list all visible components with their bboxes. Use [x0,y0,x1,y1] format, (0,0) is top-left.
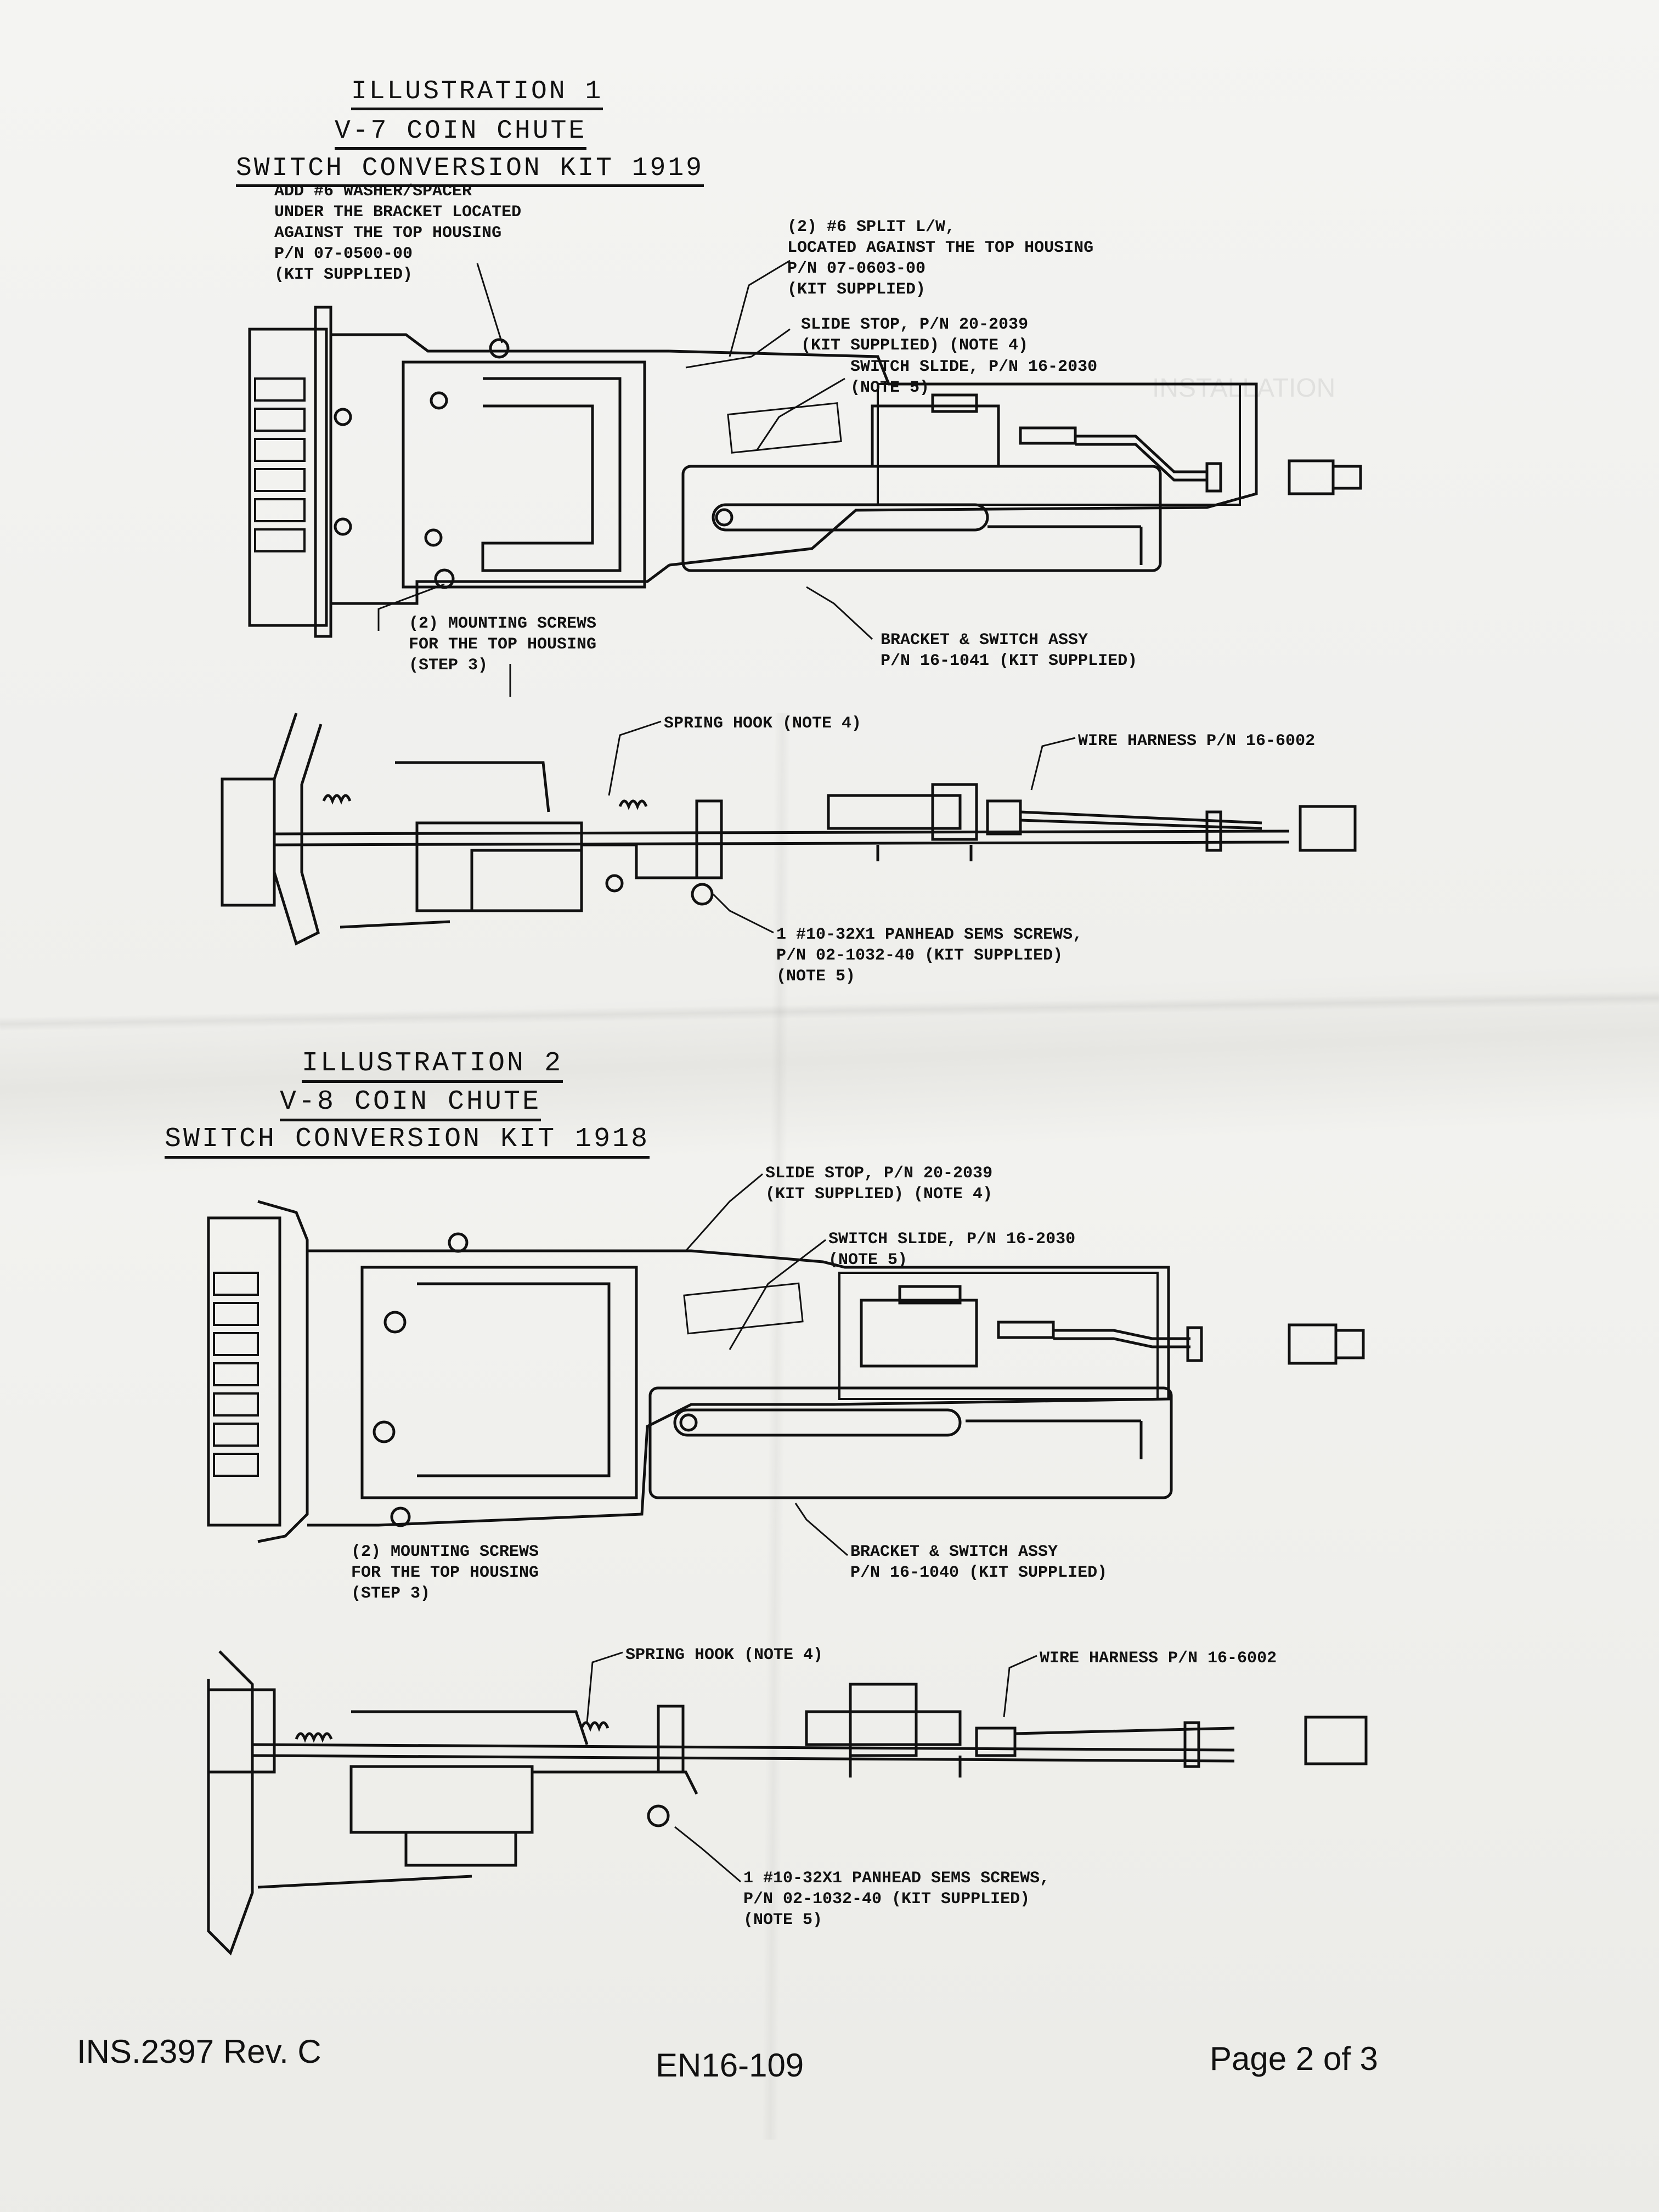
ill2-top-view [207,1200,1365,1543]
spring-hook-callout-2: SPRING HOOK (NOTE 4) [625,1646,823,1664]
mounting-screws-callout-1: (2) MOUNTING SCREWS FOR THE TOP HOUSING … [409,614,597,675]
illustration-1-heading: ILLUSTRATION 1 [351,77,603,110]
illustration-2-kit: SWITCH CONVERSION KIT 1918 [165,1124,650,1159]
bracket-assy-callout-2: BRACKET & SWITCH ASSY P/N 16-1040 (KIT S… [850,1543,1108,1582]
panhead-callout-2: 1 #10-32X1 PANHEAD SEMS SCREWS, P/N 02-1… [743,1869,1050,1929]
washer-callout: ADD #6 WASHER/SPACER UNDER THE BRACKET L… [274,182,522,284]
wire-harness-callout-2: WIRE HARNESS P/N 16-6002 [1040,1649,1277,1668]
page-number: Page 2 of 3 [1210,2040,1378,2077]
switch-slide-callout-2: SWITCH SLIDE, P/N 16-2030 (NOTE 5) [828,1230,1076,1269]
illustration-2-chute: V-8 COIN CHUTE [280,1086,541,1121]
showthrough-text: INSTALLATION [1152,374,1336,403]
document-id: INS.2397 Rev. C [77,2033,321,2070]
bracket-assy-callout-1: BRACKET & SWITCH ASSY P/N 16-1041 (KIT S… [881,631,1138,670]
illustration-2-heading: ILLUSTRATION 2 [302,1048,563,1083]
illustration-1-kit: SWITCH CONVERSION KIT 1919 [236,154,704,187]
slide-stop-callout-2: SLIDE STOP, P/N 20-2039 (KIT SUPPLIED) (… [765,1164,993,1204]
spring-hook-callout-1: SPRING HOOK (NOTE 4) [664,714,862,733]
ill1-top-view [248,306,1362,638]
split-lw-callout: (2) #6 SPLIT L/W, LOCATED AGAINST THE TO… [787,218,1094,299]
mounting-screws-callout-2: (2) MOUNTING SCREWS FOR THE TOP HOUSING … [351,1543,539,1603]
wire-harness-callout-1: WIRE HARNESS P/N 16-6002 [1078,732,1316,751]
switch-slide-callout-1: SWITCH SLIDE, P/N 16-2030 (NOTE 5) [850,358,1098,397]
ill1-side-view [221,713,1357,946]
panhead-callout-1: 1 #10-32X1 PANHEAD SEMS SCREWS, P/N 02-1… [776,926,1083,986]
slide-stop-callout-1: SLIDE STOP, P/N 20-2039 (KIT SUPPLIED) (… [801,315,1029,355]
document-code: EN16-109 [656,2047,804,2084]
illustration-1-chute: V-7 COIN CHUTE [335,116,587,150]
ill2-side-view [207,1650,1368,1956]
